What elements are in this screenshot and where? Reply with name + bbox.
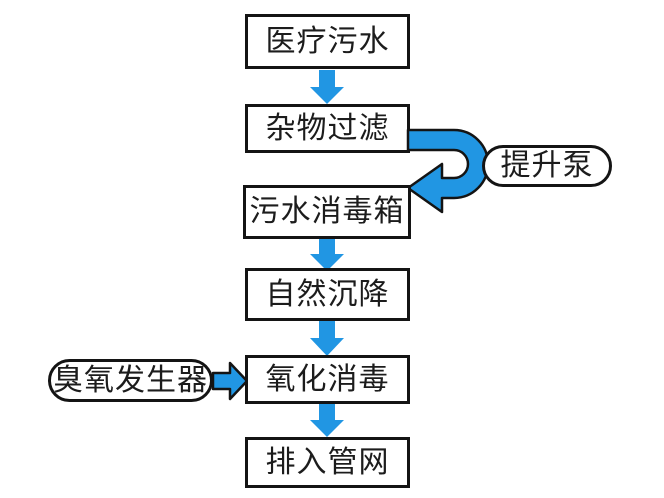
node-natural-sedimentation[interactable]: 自然沉降 — [245, 268, 410, 321]
edge-arrow-down-3 — [310, 321, 344, 356]
node-debris-filter-label: 杂物过滤 — [265, 110, 390, 146]
node-sewage-disinfection-tank[interactable]: 污水消毒箱 — [243, 185, 411, 239]
node-lift-pump[interactable]: 提升泵 — [482, 145, 612, 187]
node-natural-sedimentation-label: 自然沉降 — [265, 276, 390, 312]
edge-arrow-down-2 — [310, 239, 344, 271]
edge-arrow-uturn-lift-pump — [406, 128, 490, 214]
node-ozone-generator-label: 臭氧发生器 — [53, 362, 208, 398]
node-discharge-to-pipe-network[interactable]: 排入管网 — [245, 437, 410, 488]
node-medical-wastewater-label: 医疗污水 — [265, 23, 390, 59]
node-ozone-generator[interactable]: 臭氧发生器 — [48, 359, 213, 402]
edge-arrow-down-1 — [310, 70, 344, 104]
node-lift-pump-label: 提升泵 — [500, 148, 594, 183]
node-debris-filter[interactable]: 杂物过滤 — [245, 104, 410, 153]
node-oxidation-disinfection[interactable]: 氧化消毒 — [245, 355, 410, 404]
edge-arrow-right-ozone — [211, 361, 249, 401]
node-sewage-disinfection-tank-label: 污水消毒箱 — [249, 194, 405, 229]
edge-arrow-down-4 — [310, 404, 344, 437]
node-discharge-to-pipe-network-label: 排入管网 — [265, 444, 390, 480]
node-oxidation-disinfection-label: 氧化消毒 — [265, 361, 390, 397]
node-medical-wastewater[interactable]: 医疗污水 — [245, 14, 410, 69]
